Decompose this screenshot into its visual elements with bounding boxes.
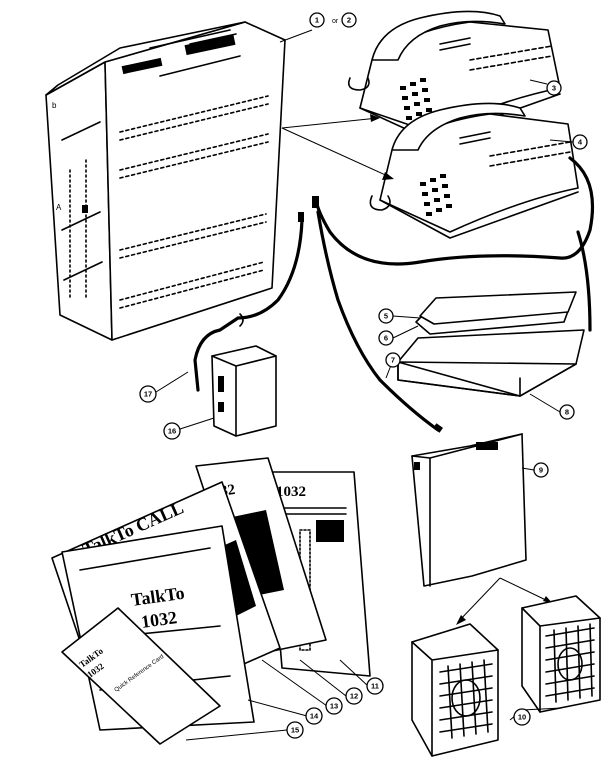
connection-arrows	[281, 114, 394, 180]
svg-text:8: 8	[565, 408, 569, 417]
svg-text:A: A	[56, 203, 62, 212]
cover-5	[419, 291, 577, 325]
callout-7: 7	[385, 352, 401, 368]
callout-16: 16	[163, 422, 181, 440]
handset-cord	[314, 156, 595, 266]
adapter-module-16	[211, 345, 277, 437]
callout-17: 17	[139, 385, 157, 403]
callout-or: or	[332, 18, 339, 25]
manual-talkto-1032-title-b: 1032	[140, 607, 178, 632]
svg-text:6: 6	[384, 334, 388, 343]
callout-1: 1	[309, 12, 325, 28]
svg-text:2: 2	[347, 16, 351, 25]
callout-10: 10	[513, 708, 531, 726]
callout-13: 13	[325, 697, 343, 715]
manual-back-title: 1032	[276, 484, 306, 500]
speaker-left-10	[411, 623, 499, 757]
control-unit: b A	[45, 21, 286, 341]
callout-3: 3	[546, 80, 562, 96]
callout-8: 8	[559, 404, 575, 420]
line-cord-2	[576, 230, 592, 332]
power-supply-9	[411, 433, 527, 587]
callout-9: 9	[533, 462, 549, 478]
svg-text:17: 17	[144, 390, 152, 399]
svg-text:15: 15	[291, 726, 299, 735]
svg-text:5: 5	[384, 312, 388, 321]
quick-reference-card: TalkTo 1032 Quick Reference Card	[61, 607, 221, 745]
console-base-8	[397, 329, 585, 397]
module-cord-17	[193, 218, 304, 392]
callout-5: 5	[378, 308, 394, 324]
callout-15: 15	[286, 721, 304, 739]
leader-lines	[155, 29, 574, 741]
callout-2: 2	[341, 12, 357, 28]
svg-text:13: 13	[330, 702, 338, 711]
modular-cord-7	[316, 210, 440, 432]
svg-text:7: 7	[391, 356, 395, 365]
speaker-right-10	[521, 595, 601, 713]
svg-text:1: 1	[315, 16, 319, 25]
svg-text:14: 14	[310, 712, 319, 721]
svg-text:3: 3	[552, 84, 556, 93]
callout-14: 14	[305, 707, 323, 725]
svg-text:4: 4	[578, 138, 583, 147]
svg-text:10: 10	[518, 713, 526, 722]
callout-6: 6	[378, 330, 394, 346]
svg-text:9: 9	[539, 466, 543, 475]
callout-4: 4	[572, 134, 588, 150]
speaker-arrows	[457, 577, 551, 623]
telephone-4	[369, 102, 579, 239]
callout-11: 11	[366, 677, 384, 695]
svg-text:b: b	[52, 101, 57, 110]
svg-text:16: 16	[168, 427, 176, 436]
svg-text:12: 12	[350, 692, 358, 701]
svg-text:11: 11	[371, 682, 379, 691]
callout-12: 12	[345, 687, 363, 705]
